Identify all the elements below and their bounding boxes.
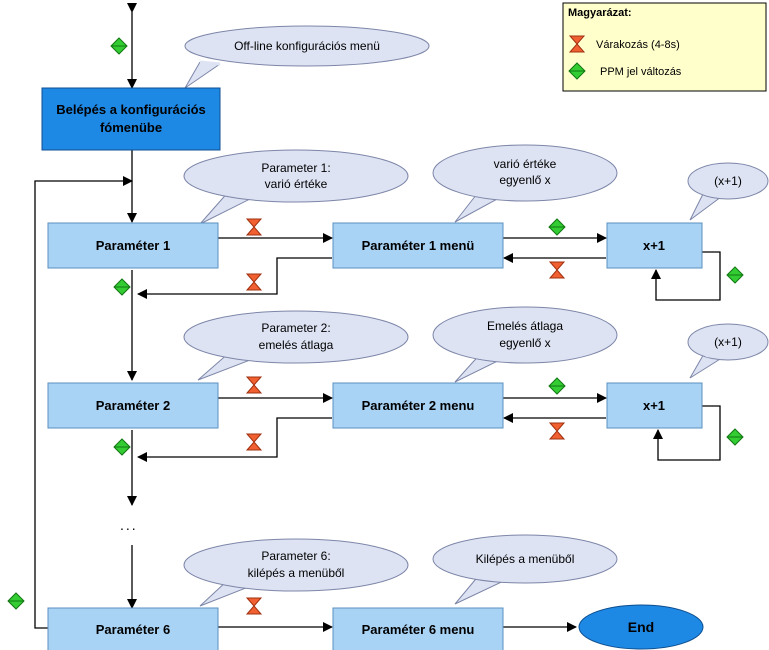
param6-box[interactable]: Paraméter 6 (47, 607, 219, 650)
bubble-offline-text: Off-line konfigurációs menü (234, 39, 380, 53)
bubble-param2-line1: Parameter 2: (261, 321, 330, 335)
bubble-x1b: (x+1) (687, 323, 769, 379)
bubble-param1-line2: varió értéke (265, 177, 328, 191)
connectors (34, 3, 721, 632)
x1b-loop-arrow (653, 405, 721, 461)
diamond-icon (548, 377, 566, 395)
diamond-icon (113, 278, 131, 296)
param6-label: Paraméter 6 (96, 622, 170, 637)
legend-ppm-label: PPM jel változás (600, 66, 682, 78)
diamond-icon (726, 266, 744, 284)
bubble-param1-menu: varió értéke egyenlő x (432, 144, 618, 223)
x1a-loop-arrow (651, 251, 721, 301)
ellipsis-dots: ... (120, 517, 138, 533)
bubble-param2-menu-line2: egyenlő x (499, 336, 550, 350)
end-node[interactable]: End (578, 604, 704, 650)
param6-menu-box[interactable]: Paraméter 6 menu (332, 607, 504, 650)
hourglass-icon (549, 261, 565, 279)
param1-label: Paraméter 1 (96, 238, 170, 253)
loop-back-arrow (34, 176, 133, 629)
entry-box-line2: fómenübe (100, 120, 162, 135)
bubble-param1: Parameter 1: varió értéke (183, 149, 409, 225)
diamond-icon (110, 37, 128, 55)
bubble-x1a-text: (x+1) (714, 174, 742, 188)
x1a-label: x+1 (643, 238, 665, 253)
x1b-label: x+1 (643, 398, 665, 413)
param1-menu-label: Paraméter 1 menü (362, 238, 475, 253)
diamond-icon (7, 592, 25, 610)
bubble-param2-line2: emelés átlaga (259, 338, 334, 352)
param1-menu-box[interactable]: Paraméter 1 menü (332, 222, 504, 269)
bubble-param2-menu-line1: Emelés átlaga (487, 319, 563, 333)
legend-title: Magyarázat: (568, 7, 632, 19)
bubble-param6-line1: Parameter 6: (261, 549, 330, 563)
param2-label: Paraméter 2 (96, 398, 170, 413)
param1-box[interactable]: Paraméter 1 (47, 222, 219, 269)
bubble-param6-line2: kilépés a menüből (248, 566, 345, 580)
hourglass-icon (246, 218, 262, 236)
hourglass-icon (246, 597, 262, 615)
bubble-x1a: (x+1) (687, 162, 769, 221)
hourglass-icon (246, 273, 262, 291)
diamond-icon (548, 218, 566, 236)
hourglass-icon (246, 433, 262, 451)
param6-menu-label: Paraméter 6 menu (362, 622, 475, 637)
menu1-return-arrow (137, 257, 332, 299)
bubble-param1-menu-line1: varió értéke (494, 157, 557, 171)
end-label: End (628, 619, 654, 635)
bubble-x1b-text: (x+1) (714, 335, 742, 349)
legend-wait-label: Várakozás (4-8s) (596, 39, 680, 51)
bubble-offline: Off-line konfigurációs menü (184, 25, 430, 89)
entry-box[interactable]: Belépés a konfigurációs fómenübe (41, 87, 221, 151)
param2-menu-label: Paraméter 2 menu (362, 398, 475, 413)
bubble-param2-menu: Emelés átlaga egyenlő x (432, 306, 618, 383)
bubble-exit: Kilépés a menüből (432, 534, 618, 605)
bubble-param1-line1: Parameter 1: (261, 161, 330, 175)
param2-box[interactable]: Paraméter 2 (47, 382, 219, 429)
bubble-param6: Parameter 6: kilépés a menüből (183, 538, 409, 607)
legend: Magyarázat: Várakozás (4-8s) PPM jel vál… (562, 2, 767, 92)
diamond-icon (726, 428, 744, 446)
menu2-return-arrow (137, 417, 332, 462)
param2-menu-box[interactable]: Paraméter 2 menu (332, 382, 504, 429)
hourglass-icon (246, 376, 262, 394)
diamond-icon (113, 438, 131, 456)
hourglass-icon (549, 422, 565, 440)
bubble-param1-menu-line2: egyenlő x (499, 173, 550, 187)
bubble-exit-text: Kilépés a menüből (476, 552, 575, 566)
x1b-box[interactable]: x+1 (606, 382, 703, 429)
bubble-param2: Parameter 2: emelés átlaga (183, 310, 409, 381)
entry-box-line1: Belépés a konfigurációs (56, 102, 206, 117)
x1a-box[interactable]: x+1 (606, 222, 703, 269)
